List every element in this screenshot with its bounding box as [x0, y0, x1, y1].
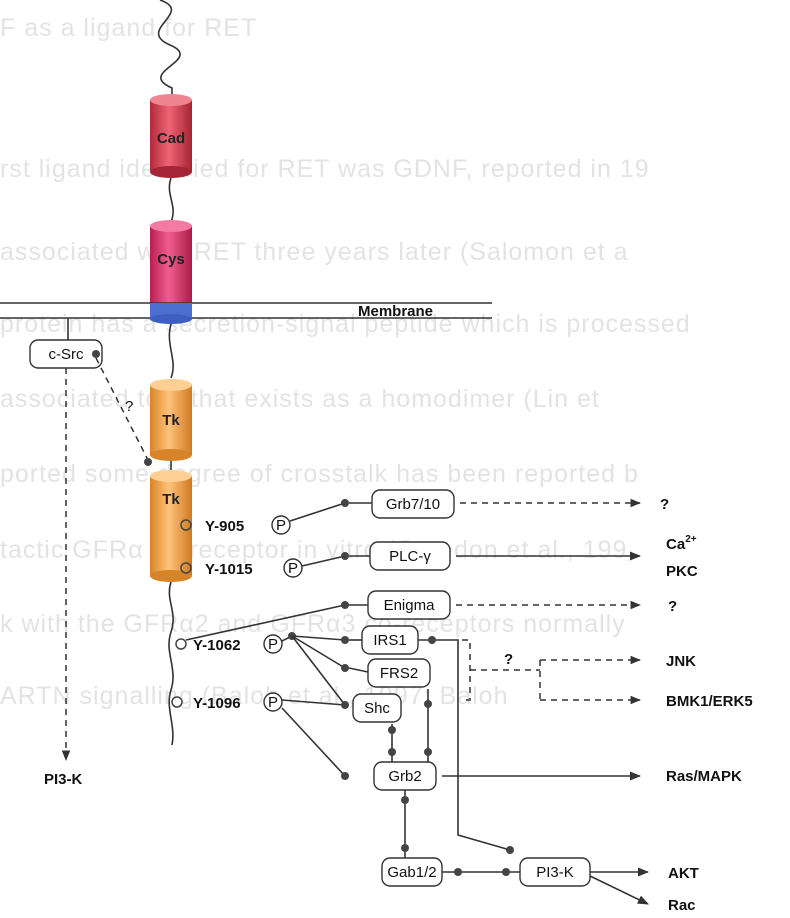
c-src-to-tk-dashed: [96, 358, 148, 460]
grb710-label: Grb7/10: [386, 496, 440, 513]
phospho-905: P: [272, 516, 290, 534]
p1062-to-frs2-line: [292, 636, 345, 668]
linker-membrane-tk: [169, 324, 173, 378]
p1062-to-irs1-line: [292, 636, 345, 640]
c-terminal-tail: [169, 582, 173, 745]
pkc-label: PKC: [666, 563, 698, 580]
grb710-output-question: ?: [660, 496, 669, 513]
p1062-to-shc-line: [292, 636, 345, 705]
frs2-link: [349, 668, 368, 672]
p1096-to-grb2-line: [282, 708, 345, 776]
pi3k-label: PI3-K: [536, 864, 574, 881]
shc-grb2-dot-top: [388, 726, 396, 734]
grb2-gab-dot-bottom: [401, 844, 409, 852]
membrane-label: Membrane: [358, 303, 433, 320]
tyrosine-label-1062: Y-1062: [193, 637, 241, 654]
grb2-gab-dot-top: [401, 796, 409, 804]
p1096-to-shc-line: [282, 700, 345, 705]
tk2-label: Tk: [162, 491, 180, 508]
enigma-dot: [341, 601, 349, 609]
grb710-dot: [341, 499, 349, 507]
jnk-label: JNK: [666, 653, 696, 670]
cysteine-rich-domain: Cys: [150, 220, 192, 308]
membrane: Membrane: [0, 303, 492, 320]
phospho-1015: P: [284, 559, 302, 577]
rac-label: Rac: [668, 897, 696, 914]
ca-label: Ca2+: [666, 534, 697, 553]
cad-label: Cad: [157, 130, 185, 147]
irs1-pi3k-dot-top: [428, 636, 436, 644]
jnk-erk5-bracket: [462, 640, 470, 700]
enigma-output-question: ?: [668, 598, 677, 615]
c-src-box: c-Src: [30, 318, 102, 368]
svg-text:P: P: [276, 517, 286, 534]
tyrosine-label-905: Y-905: [205, 518, 244, 535]
svg-text:P: P: [288, 560, 298, 577]
linker-cad-cys: [169, 178, 173, 222]
p905-to-grb710-line: [290, 503, 345, 521]
tyrosine-kinase-domain-1: Tk: [150, 379, 192, 461]
tyrosine-kinase-domain-2: Tk: [150, 470, 192, 582]
frs2-label: FRS2: [380, 665, 418, 682]
extracellular-tail: [159, 0, 181, 100]
enigma-label: Enigma: [384, 597, 436, 614]
gab-label: Gab1/2: [387, 864, 436, 881]
frs2-grb2-dot-bottom: [424, 748, 432, 756]
grb2-dot: [341, 772, 349, 780]
c-src-label: c-Src: [49, 346, 84, 363]
shc-dot: [341, 701, 349, 709]
pi3k-to-rac-arrow: [590, 876, 648, 904]
shc-label: Shc: [364, 700, 390, 717]
y1062-to-enigma-line: [186, 605, 345, 640]
shc-grb2-dot-bottom: [388, 748, 396, 756]
irs1-to-pi3k-line: [418, 640, 510, 850]
tyrosine-site-1096: [172, 697, 182, 707]
svg-text:P: P: [268, 694, 278, 711]
gab-pi3k-dot-right: [502, 868, 510, 876]
akt-label: AKT: [668, 865, 699, 882]
pi3k-left-label: PI3-K: [44, 771, 83, 788]
jnk-erk5-question: ?: [504, 651, 513, 668]
svg-text:P: P: [268, 636, 278, 653]
irs1-pi3k-dot-bottom: [506, 846, 514, 854]
irs1-label: IRS1: [373, 632, 406, 649]
membrane-segment-bottom: [150, 314, 192, 324]
c-src-dot: [92, 350, 100, 358]
plc-dot: [341, 552, 349, 560]
tyrosine-label-1015: Y-1015: [205, 561, 253, 578]
plc-label: PLC-γ: [389, 548, 431, 565]
bmk1-erk5-label: BMK1/ERK5: [666, 693, 753, 710]
tk1-label: Tk: [162, 412, 180, 429]
p1015-to-plc-line: [302, 556, 345, 566]
frs2-dot: [341, 664, 349, 672]
grb2-label: Grb2: [388, 768, 421, 785]
gab-pi3k-dot-left: [454, 868, 462, 876]
tyrosine-label-1096: Y-1096: [193, 695, 241, 712]
c-src-question: ?: [125, 398, 133, 415]
tk-src-dot: [144, 458, 152, 466]
frs2-grb2-dot-top: [424, 700, 432, 708]
irs1-dot: [341, 636, 349, 644]
ras-mapk-label: Ras/MAPK: [666, 768, 742, 785]
phospho-1096: P: [264, 693, 282, 711]
tyrosine-site-1062: [176, 639, 186, 649]
cadherin-domain: Cad: [150, 94, 192, 178]
cys-label: Cys: [157, 251, 185, 268]
phospho-1062: P: [264, 635, 282, 653]
